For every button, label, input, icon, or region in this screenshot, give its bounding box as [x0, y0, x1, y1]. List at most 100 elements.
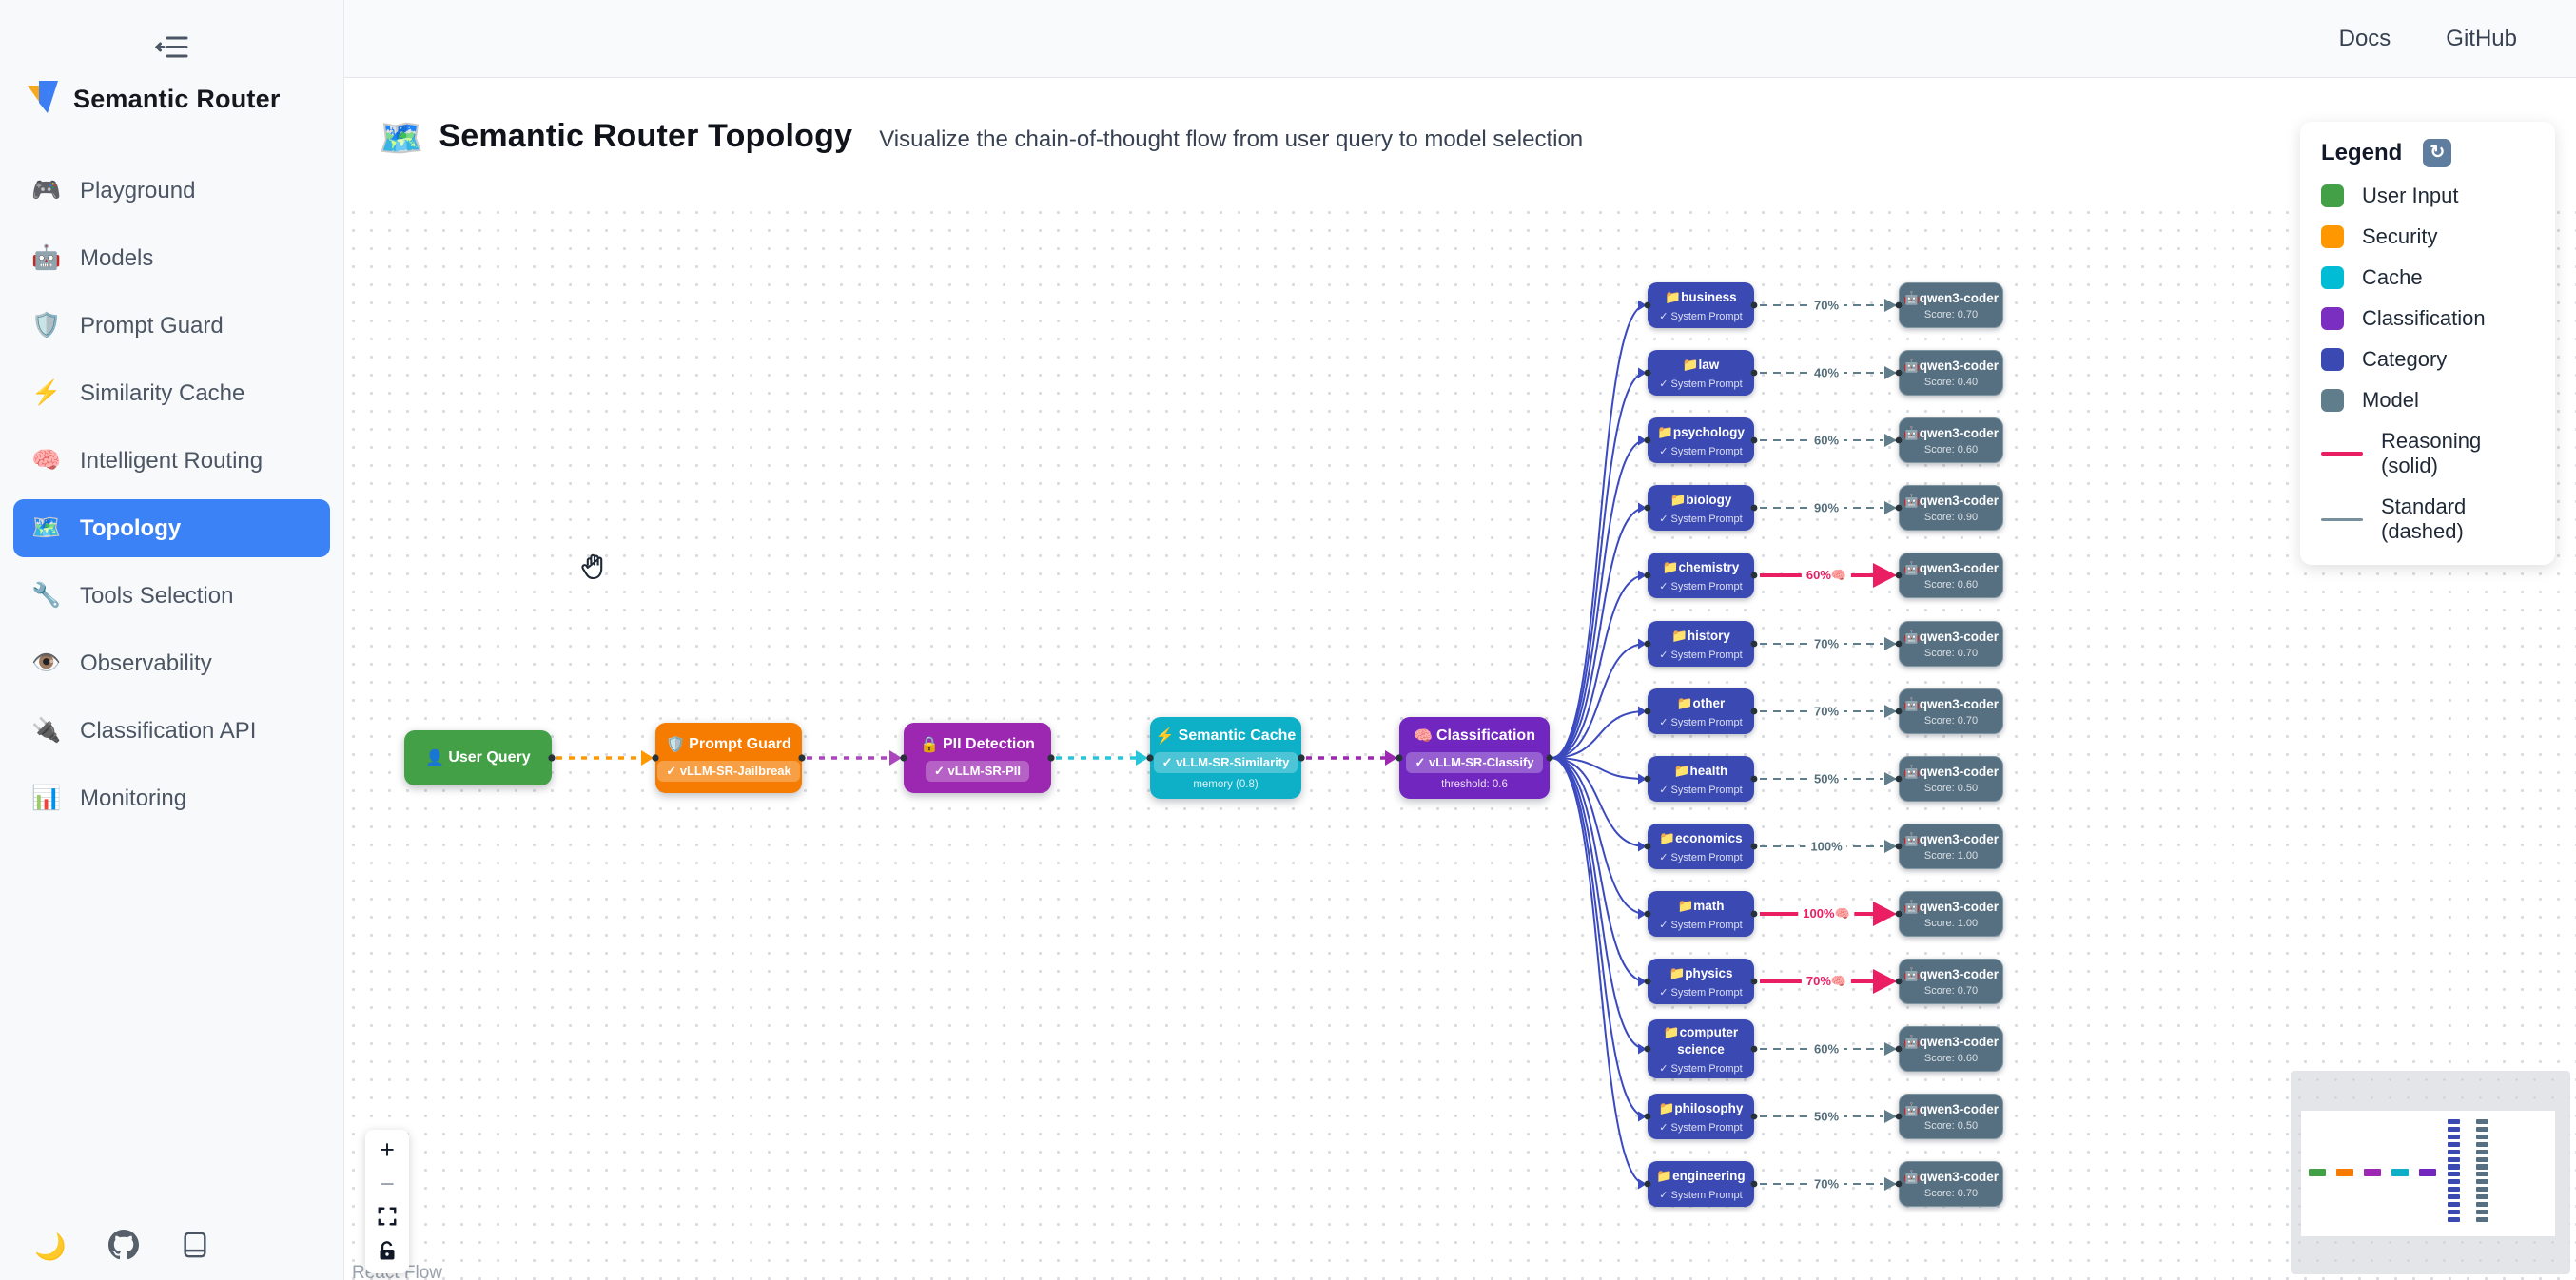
legend-swatch: [2321, 307, 2344, 330]
model-node[interactable]: 🤖qwen3-coder Score: 0.60: [1899, 417, 2003, 463]
theme-toggle-button[interactable]: 🌙: [34, 1234, 67, 1260]
model-node[interactable]: 🤖qwen3-coder Score: 1.00: [1899, 824, 2003, 869]
sidebar-item-tools-selection[interactable]: 🔧 Tools Selection: [31, 582, 234, 609]
minimap-category-node: [2448, 1126, 2460, 1133]
sidebar-item-prompt-guard[interactable]: 🛡️ Prompt Guard: [31, 312, 224, 339]
pii-detection-icon: 🔒: [920, 736, 939, 753]
docs-book-button[interactable]: [181, 1231, 209, 1264]
model-score: Score: 0.60: [1923, 1052, 1979, 1064]
minimap-model-node: [2476, 1126, 2488, 1133]
model-node[interactable]: 🤖qwen3-coder Score: 0.50: [1899, 756, 2003, 802]
node-subtext: memory (0.8): [1193, 778, 1259, 790]
folder-icon: 📁: [1671, 628, 1688, 643]
model-node[interactable]: 🤖qwen3-coder Score: 0.70: [1899, 959, 2003, 1004]
system-prompt-badge: ✓ System Prompt: [1659, 919, 1743, 931]
robot-icon: 🤖: [1903, 425, 1920, 440]
sidebar-item-observability[interactable]: 👁️ Observability: [31, 650, 212, 676]
classification-api-icon: 🔌: [31, 717, 62, 744]
fit-view-icon: [377, 1204, 398, 1233]
model-node[interactable]: 🤖qwen3-coder Score: 0.70: [1899, 282, 2003, 328]
category-node-other[interactable]: 📁other ✓ System Prompt: [1648, 688, 1754, 734]
refresh-icon[interactable]: ↻: [2423, 139, 2452, 167]
legend-line-item: Standard (dashed): [2321, 495, 2534, 544]
pipeline-node-pii-detection[interactable]: 🔒PII Detection ✓ vLLM-SR-PII: [904, 723, 1051, 793]
edge-label: 100%🧠: [1798, 906, 1855, 921]
minimap-model-node: [2476, 1201, 2488, 1208]
world-map-icon: 🗺️: [379, 119, 424, 159]
docs-link[interactable]: Docs: [2338, 25, 2391, 51]
category-node-psychology[interactable]: 📁psychology ✓ System Prompt: [1648, 417, 1754, 463]
system-prompt-badge: ✓ System Prompt: [1659, 986, 1743, 999]
pipeline-node-classification[interactable]: 🧠Classification ✓ vLLM-SR-Classify thres…: [1399, 717, 1550, 799]
fit-view-button[interactable]: [368, 1203, 406, 1234]
minimap[interactable]: [2291, 1071, 2570, 1274]
legend-swatch: [2321, 266, 2344, 289]
model-badge: ✓ vLLM-SR-Similarity: [1153, 751, 1298, 773]
category-node-business[interactable]: 📁business ✓ System Prompt: [1648, 282, 1754, 328]
minimap-model-node: [2476, 1164, 2488, 1170]
category-node-physics[interactable]: 📁physics ✓ System Prompt: [1648, 959, 1754, 1004]
sidebar-item-intelligent-routing[interactable]: 🧠 Intelligent Routing: [31, 447, 263, 474]
category-node-health[interactable]: 📁health ✓ System Prompt: [1648, 756, 1754, 802]
category-node-engineering[interactable]: 📁engineering ✓ System Prompt: [1648, 1161, 1754, 1207]
legend-item: Classification: [2321, 306, 2534, 331]
folder-icon: 📁: [1657, 424, 1673, 439]
model-node[interactable]: 🤖qwen3-coder Score: 0.70: [1899, 1161, 2003, 1207]
model-node[interactable]: 🤖qwen3-coder Score: 0.70: [1899, 688, 2003, 734]
flow-canvas[interactable]: 🗺️ Semantic Router Topology Visualize th…: [344, 78, 2576, 1280]
category-node-history[interactable]: 📁history ✓ System Prompt: [1648, 621, 1754, 667]
zoom-in-button[interactable]: +: [368, 1135, 406, 1166]
minimap-model-node: [2476, 1149, 2488, 1154]
sidebar-item-classification-api[interactable]: 🔌 Classification API: [31, 717, 257, 744]
semantic-cache-icon: ⚡: [1155, 727, 1175, 745]
pipeline-node-semantic-cache[interactable]: ⚡Semantic Cache ✓ vLLM-SR-Similarity mem…: [1150, 717, 1301, 799]
minimap-category-node: [2448, 1156, 2460, 1162]
model-node[interactable]: 🤖qwen3-coder Score: 0.60: [1899, 1026, 2003, 1072]
node-subtext: threshold: 0.6: [1441, 778, 1508, 790]
category-node-math[interactable]: 📁math ✓ System Prompt: [1648, 891, 1754, 937]
robot-icon: 🤖: [1903, 493, 1920, 508]
model-node[interactable]: 🤖qwen3-coder Score: 0.90: [1899, 485, 2003, 531]
zoom-out-button[interactable]: −: [368, 1169, 406, 1200]
collapse-sidebar-button[interactable]: [151, 30, 193, 67]
model-node[interactable]: 🤖qwen3-coder Score: 1.00: [1899, 891, 2003, 937]
robot-icon: 🤖: [1903, 358, 1920, 373]
github-link[interactable]: GitHub: [2446, 25, 2517, 51]
lock-button[interactable]: [368, 1237, 406, 1269]
pipeline-node-prompt-guard[interactable]: 🛡️Prompt Guard ✓ vLLM-SR-Jailbreak: [655, 723, 802, 793]
minimap-node-user-query: [2309, 1169, 2326, 1176]
category-node-chemistry[interactable]: 📁chemistry ✓ System Prompt: [1648, 553, 1754, 598]
sidebar-item-monitoring[interactable]: 📊 Monitoring: [31, 785, 187, 811]
model-score: Score: 1.00: [1923, 849, 1979, 862]
minimap-model-node: [2476, 1194, 2488, 1200]
minimap-category-node: [2448, 1179, 2460, 1185]
pipeline-node-user-query[interactable]: 👤User Query: [404, 730, 552, 785]
system-prompt-badge: ✓ System Prompt: [1659, 378, 1743, 390]
model-node[interactable]: 🤖qwen3-coder Score: 0.40: [1899, 350, 2003, 396]
page-title: Semantic Router Topology: [439, 118, 853, 154]
github-link-button[interactable]: [107, 1230, 139, 1265]
model-score: Score: 0.50: [1923, 782, 1979, 794]
category-node-philosophy[interactable]: 📁philosophy ✓ System Prompt: [1648, 1094, 1754, 1139]
legend-item: Model: [2321, 388, 2534, 413]
model-score: Score: 0.70: [1923, 308, 1979, 320]
sidebar-item-similarity-cache[interactable]: ⚡ Similarity Cache: [31, 379, 245, 406]
book-icon: [181, 1232, 209, 1265]
model-score: Score: 0.70: [1923, 647, 1979, 659]
category-node-biology[interactable]: 📁biology ✓ System Prompt: [1648, 485, 1754, 531]
sidebar-item-models[interactable]: 🤖 Models: [31, 244, 154, 271]
sidebar-item-topology[interactable]: 🗺️ Topology: [13, 499, 330, 557]
minimap-node-classification: [2419, 1169, 2436, 1176]
sidebar-item-playground[interactable]: 🎮 Playground: [31, 177, 196, 204]
category-node-law[interactable]: 📁law ✓ System Prompt: [1648, 350, 1754, 396]
flow-controls: + −: [365, 1130, 409, 1273]
folder-icon: 📁: [1676, 695, 1693, 710]
model-node[interactable]: 🤖qwen3-coder Score: 0.70: [1899, 621, 2003, 667]
system-prompt-badge: ✓ System Prompt: [1659, 1062, 1743, 1075]
model-node[interactable]: 🤖qwen3-coder Score: 0.50: [1899, 1094, 2003, 1139]
category-node-economics[interactable]: 📁economics ✓ System Prompt: [1648, 824, 1754, 869]
model-node[interactable]: 🤖qwen3-coder Score: 0.60: [1899, 553, 2003, 598]
minimap-node-pii-detection: [2364, 1169, 2381, 1176]
category-node-computer-science[interactable]: 📁computer science ✓ System Prompt: [1648, 1019, 1754, 1078]
